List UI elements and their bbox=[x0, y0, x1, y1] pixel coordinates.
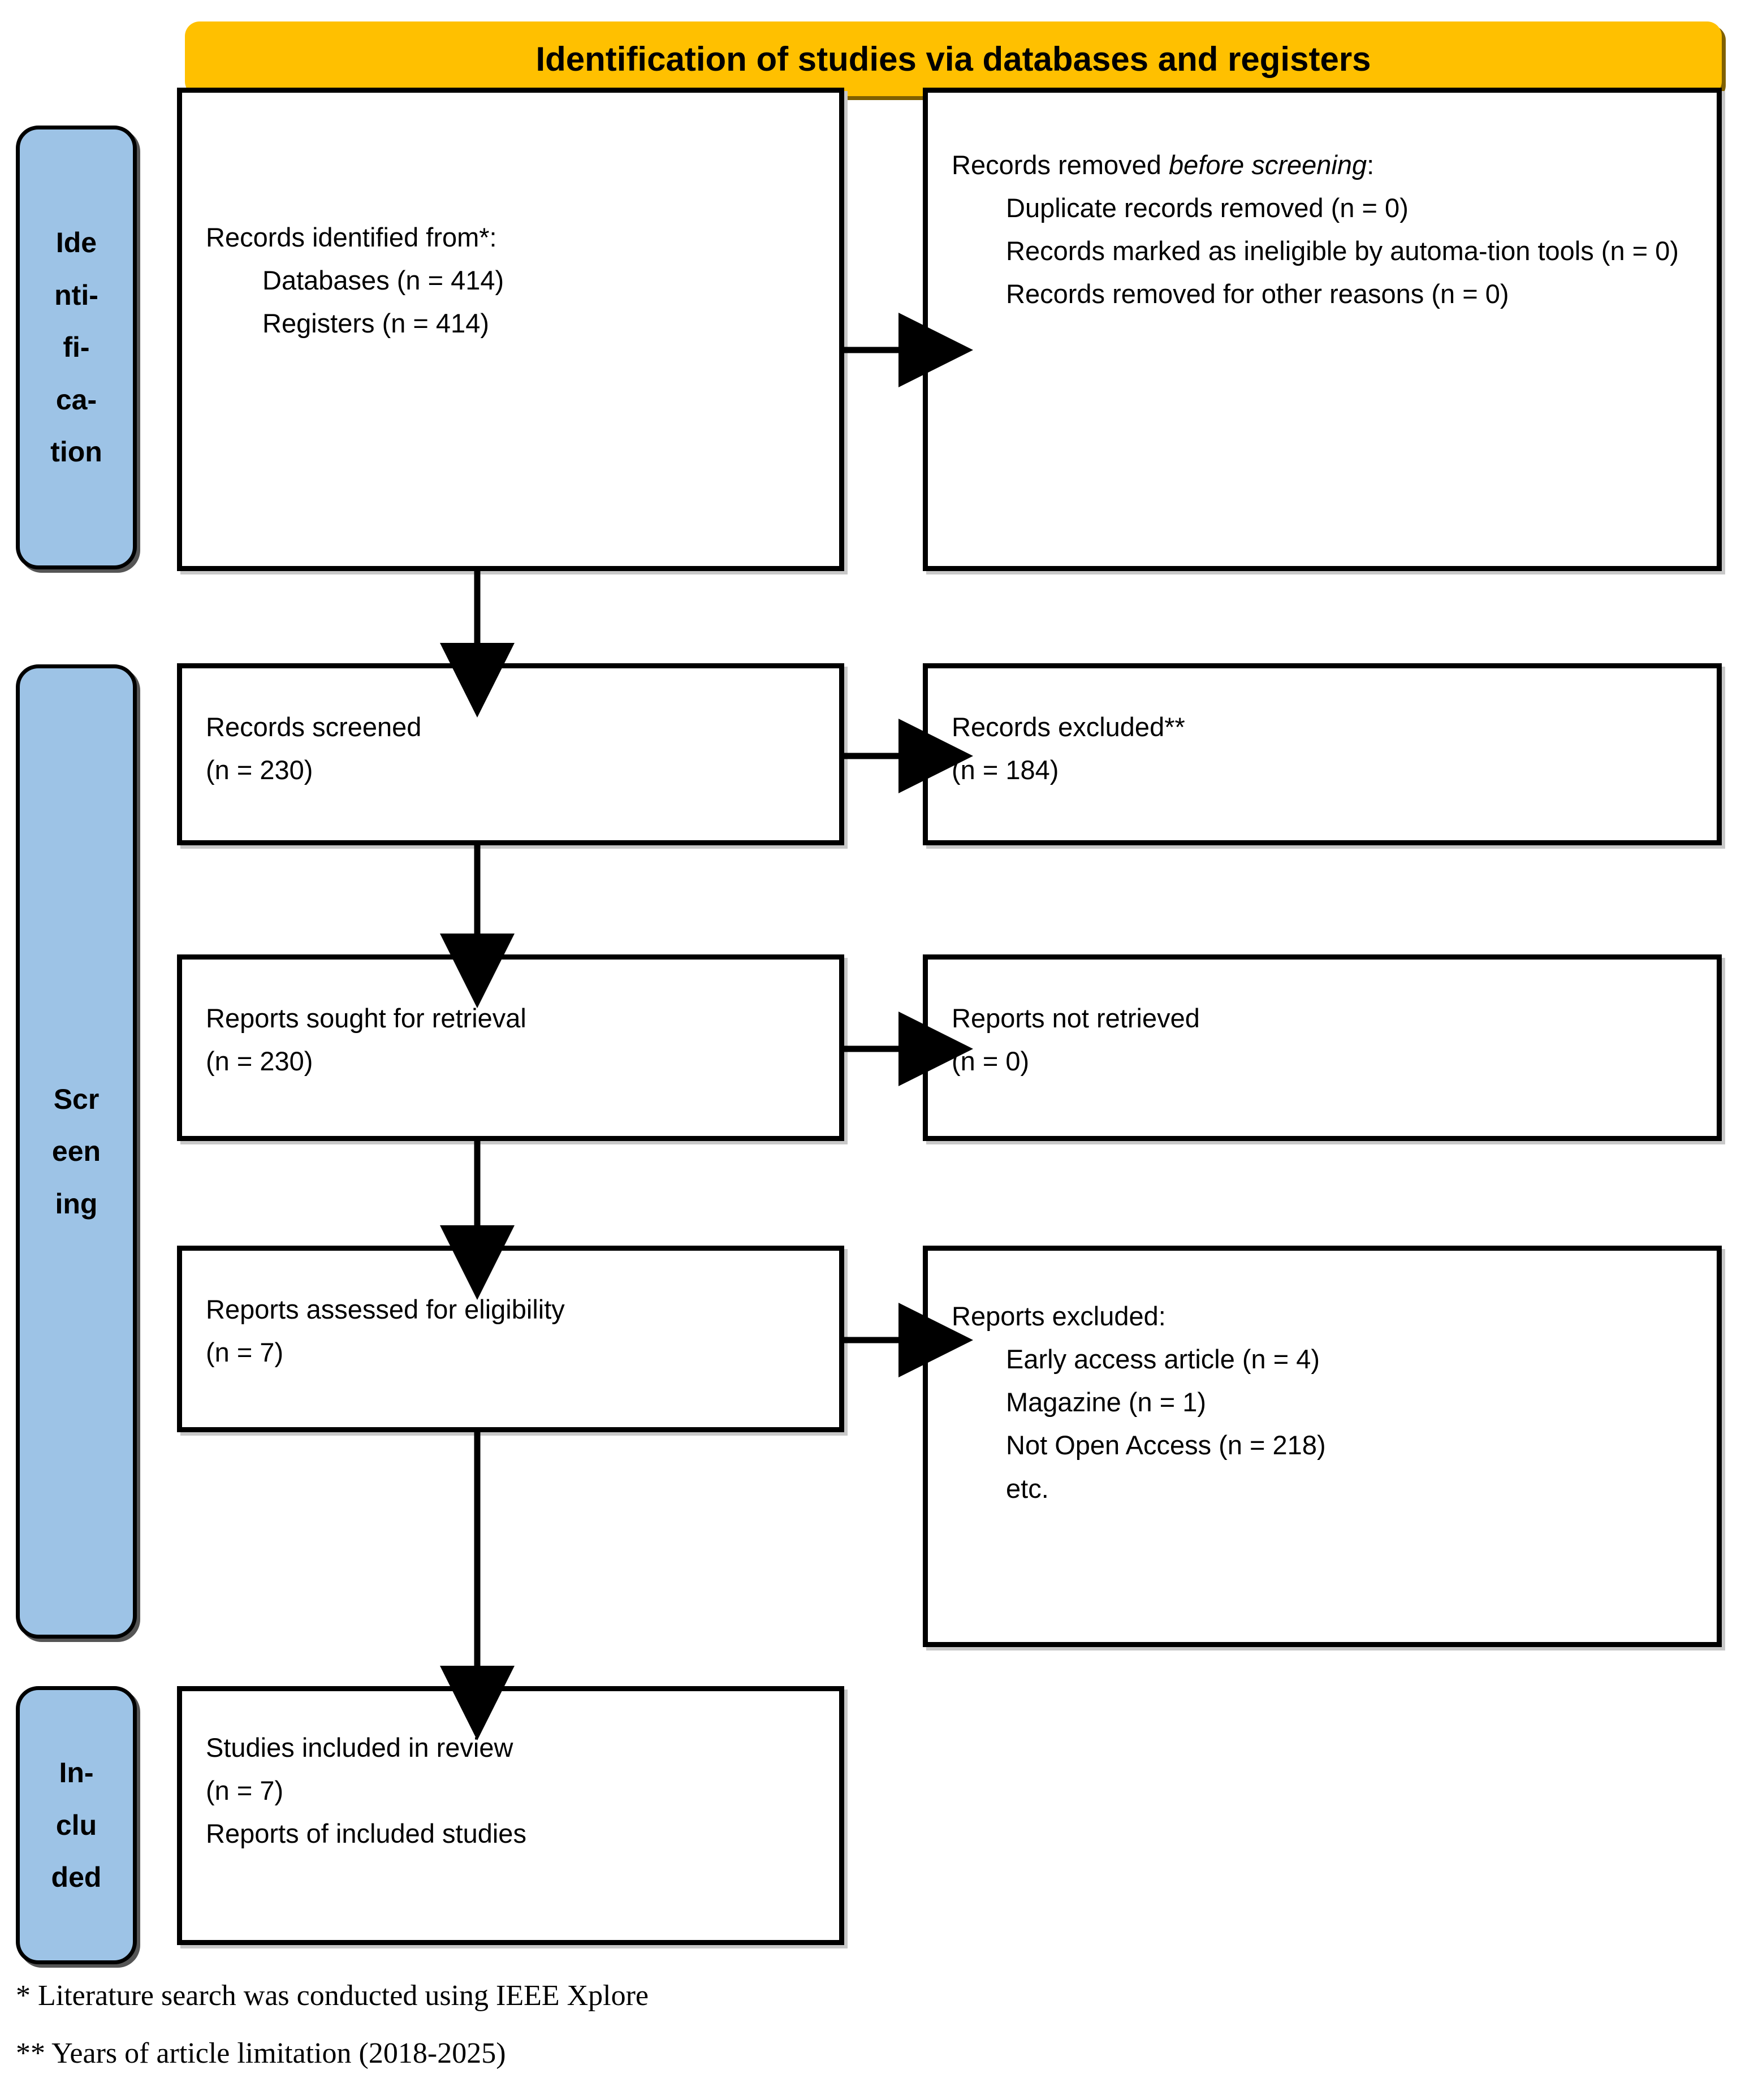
box-heading: Records identified from*: bbox=[206, 222, 497, 252]
stage-label-line: fi- bbox=[63, 331, 90, 364]
box-count: (n = 7) bbox=[206, 1775, 284, 1806]
box-item: Not Open Access (n = 218) bbox=[1006, 1430, 1326, 1461]
box-heading: Studies included in review bbox=[206, 1732, 513, 1762]
box-heading: Reports sought for retrieval bbox=[206, 1003, 526, 1033]
box-item: Records marked as ineligible by automa-t… bbox=[1006, 236, 1679, 266]
box-heading: Reports assessed for eligibility bbox=[206, 1294, 565, 1324]
box-heading: Records screened bbox=[206, 712, 422, 742]
footnote-single-asterisk: * Literature search was conducted using … bbox=[16, 1980, 649, 2012]
box-records-removed-before-screening: Records removed before screening: Duplic… bbox=[923, 88, 1722, 571]
heading-text-pre: Records removed bbox=[952, 150, 1169, 180]
diagram-title-banner: Identification of studies via databases … bbox=[185, 21, 1722, 96]
stage-label-identification: Ide nti- fi- ca- tion bbox=[16, 126, 137, 569]
footnote-double-asterisk: ** Years of article limitation (2018-202… bbox=[16, 2037, 506, 2069]
box-item: Magazine (n = 1) bbox=[1006, 1387, 1206, 1418]
box-item: Duplicate records removed (n = 0) bbox=[1006, 193, 1409, 223]
box-reports-excluded: Reports excluded: Early access article (… bbox=[923, 1246, 1722, 1647]
heading-text-post: : bbox=[1367, 150, 1375, 180]
stage-label-line: nti- bbox=[54, 279, 98, 311]
box-records-identified: Records identified from*: Databases (n =… bbox=[177, 88, 844, 571]
stage-label-line: Scr bbox=[53, 1083, 100, 1115]
box-count: (n = 230) bbox=[206, 1046, 313, 1077]
box-heading: Records removed before screening: bbox=[952, 144, 1693, 187]
box-subheading: Reports of included studies bbox=[206, 1818, 526, 1849]
box-reports-sought-for-retrieval: Reports sought for retrieval (n = 230) bbox=[177, 954, 844, 1141]
stage-label-line: clu bbox=[55, 1809, 97, 1841]
stage-label-line: Ide bbox=[55, 227, 97, 259]
box-count: (n = 7) bbox=[206, 1337, 284, 1368]
heading-text-emphasis: before screening bbox=[1169, 150, 1367, 180]
box-item: etc. bbox=[1006, 1473, 1049, 1503]
stage-label-line: ded bbox=[51, 1861, 102, 1894]
stage-label-included: In- clu ded bbox=[16, 1686, 137, 1964]
box-heading: Reports not retrieved bbox=[952, 1003, 1200, 1033]
stage-label-line: een bbox=[51, 1135, 101, 1168]
stage-label-screening: Scr een ing bbox=[16, 664, 137, 1639]
stage-label-line: ca- bbox=[55, 383, 97, 416]
box-count: (n = 0) bbox=[952, 1046, 1030, 1077]
box-records-excluded: Records excluded** (n = 184) bbox=[923, 663, 1722, 845]
box-item: Records removed for other reasons (n = 0… bbox=[1006, 279, 1509, 309]
stage-label-line: tion bbox=[50, 436, 102, 468]
page-title: Identification of studies via databases … bbox=[535, 40, 1371, 78]
box-reports-assessed-for-eligibility: Reports assessed for eligibility (n = 7) bbox=[177, 1246, 844, 1432]
stage-label-line: ing bbox=[55, 1187, 98, 1220]
box-heading: Records excluded** bbox=[952, 712, 1185, 742]
box-reports-not-retrieved: Reports not retrieved (n = 0) bbox=[923, 954, 1722, 1141]
box-records-screened: Records screened (n = 230) bbox=[177, 663, 844, 845]
box-count: (n = 230) bbox=[206, 755, 313, 785]
box-item: Databases (n = 414) bbox=[262, 265, 504, 296]
box-item: Registers (n = 414) bbox=[262, 308, 489, 339]
box-heading: Reports excluded: bbox=[952, 1301, 1166, 1331]
box-count: (n = 184) bbox=[952, 755, 1059, 785]
box-studies-included-in-review: Studies included in review (n = 7) Repor… bbox=[177, 1686, 844, 1945]
stage-label-line: In- bbox=[59, 1757, 94, 1789]
box-item: Early access article (n = 4) bbox=[1006, 1344, 1320, 1375]
